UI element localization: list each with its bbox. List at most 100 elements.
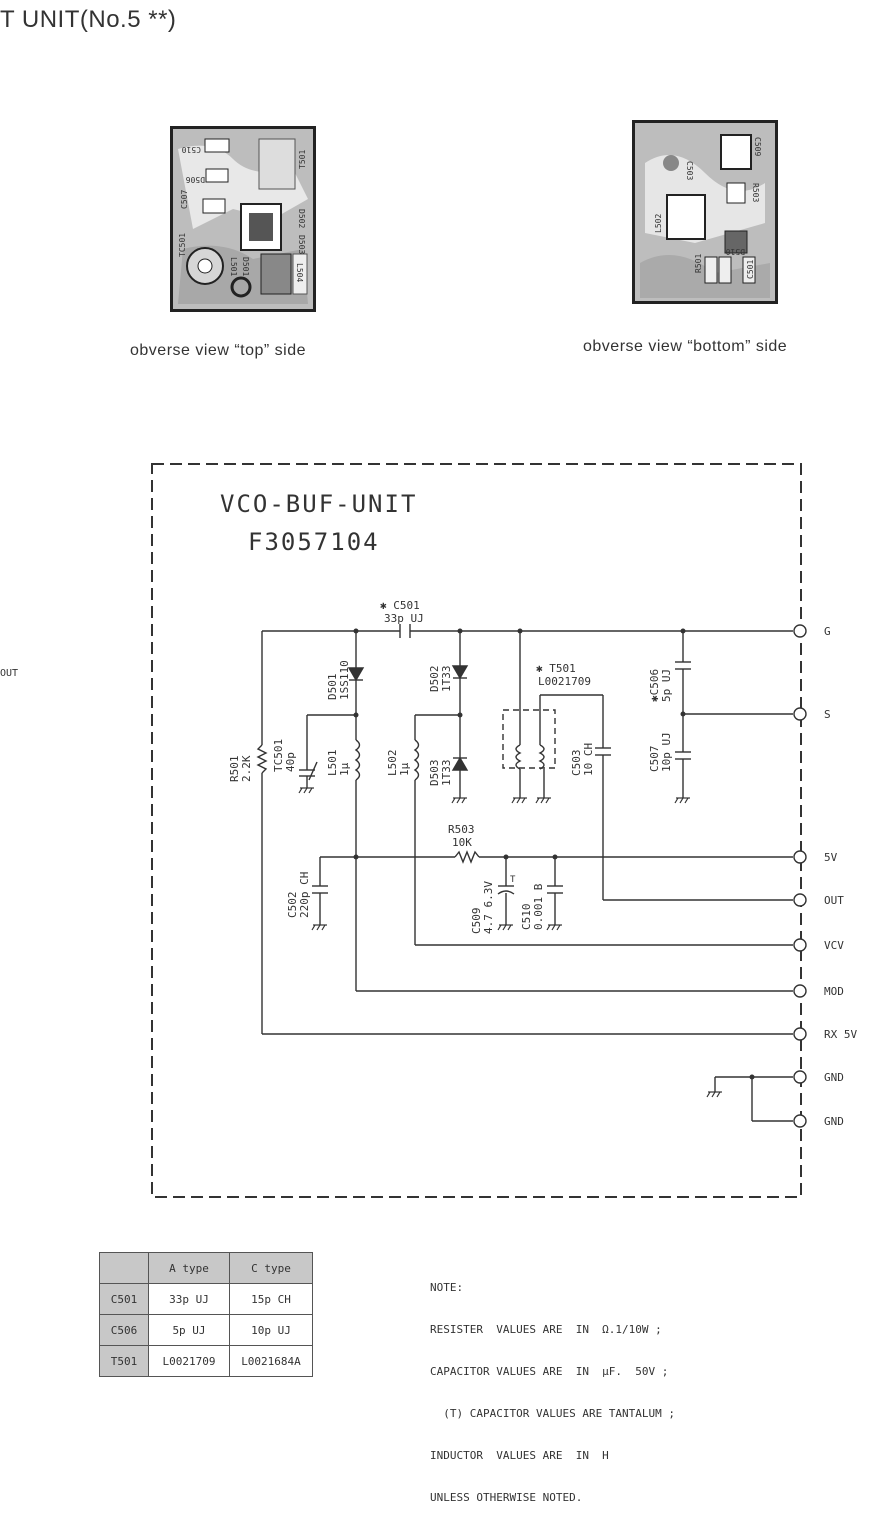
pcb-bottom-label: C509 xyxy=(753,137,762,156)
d502-value: 1T33 xyxy=(440,666,453,693)
pcb-top-label: D502 xyxy=(297,209,306,228)
r503-ref: R503 xyxy=(448,823,475,836)
d501-ref: D501 xyxy=(326,674,339,701)
pcb-bottom-label: D510 xyxy=(726,247,745,256)
l502-ref: L502 xyxy=(386,750,399,777)
c506-value: 5p UJ xyxy=(660,669,673,702)
terminal-circle xyxy=(793,893,807,907)
pcb-bottom-label: C503 xyxy=(685,161,694,180)
vco-buf-schematic: VCO-BUF-UNIT F3057104 xyxy=(151,463,857,1198)
note-title: NOTE: xyxy=(430,1281,464,1294)
c503-ref: C503 xyxy=(570,750,583,777)
c509-tantalum-mark: T xyxy=(510,875,516,885)
table-header: A type xyxy=(148,1252,230,1284)
note-line: CAPACITOR VALUES ARE IN μF. 50V ; xyxy=(430,1365,669,1378)
terminal-circle xyxy=(793,1114,807,1128)
l501-value: 1μ xyxy=(338,762,351,776)
pcb-top-label: C507 xyxy=(180,190,189,209)
table-cell: 5p UJ xyxy=(148,1314,230,1346)
c507-value: 10p UJ xyxy=(660,732,673,772)
unit-name: VCO-BUF-UNIT xyxy=(220,490,417,518)
c510-value: 0.001 B xyxy=(532,883,545,930)
r501-value: 2.2K xyxy=(240,755,253,782)
terminal-label: GND xyxy=(824,1071,844,1084)
stray-out-label: OUT xyxy=(0,668,19,679)
pcb-top-label: TC501 xyxy=(178,233,187,257)
pcb-bottom-label: L502 xyxy=(654,214,663,233)
pcb-top-view: C510 D506 C507 T501 D502 D503 TC501 L501… xyxy=(170,126,316,312)
table-cell: T501 xyxy=(99,1345,149,1377)
terminal-label: S xyxy=(824,708,831,721)
unit-boundary xyxy=(151,463,802,1198)
c506-ref: ✱C506 xyxy=(648,669,661,702)
pcb-top-label: L501 xyxy=(229,257,238,276)
ground-symbols xyxy=(298,787,722,1098)
table-cell: 33p UJ xyxy=(148,1283,230,1315)
l502-value: 1μ xyxy=(398,762,411,776)
terminal-circle xyxy=(793,850,807,864)
r503-value: 10K xyxy=(452,836,472,849)
terminal-circle xyxy=(793,984,807,998)
d501-value: 1SS110 xyxy=(338,660,351,700)
table-cell: L0021684A xyxy=(229,1345,313,1377)
terminal-label: MOD xyxy=(824,985,844,998)
c507-ref: C507 xyxy=(648,746,661,773)
d503-ref: D503 xyxy=(428,760,441,787)
terminal-label: 5V xyxy=(824,851,838,864)
c501-ref: ✱ C501 xyxy=(380,599,420,612)
table-header-row: A type C type xyxy=(99,1252,313,1284)
terminal-label: VCV xyxy=(824,939,844,952)
parts-variant-table: A type C type C501 33p UJ 15p CH C506 5p… xyxy=(99,1252,313,1377)
note-line: (T) CAPACITOR VALUES ARE TANTALUM ; xyxy=(430,1407,676,1420)
terminal-circle xyxy=(793,624,807,638)
pcb-top-label: D506 xyxy=(186,175,205,184)
c502-value: 220p CH xyxy=(298,872,311,918)
wiring xyxy=(256,624,793,1122)
schematic-notes: NOTE: RESISTER VALUES ARE IN Ω.1/10W ; C… xyxy=(430,1253,675,1519)
c501-value: 33p UJ xyxy=(384,612,424,625)
terminal-circle xyxy=(793,1027,807,1041)
r501-ref: R501 xyxy=(228,756,241,783)
tc501-ref: TC501 xyxy=(272,739,285,772)
table-header: C type xyxy=(229,1252,313,1284)
terminal-label: GND xyxy=(824,1115,844,1128)
table-cell: 15p CH xyxy=(229,1283,313,1315)
d502-ref: D502 xyxy=(428,666,441,693)
c509-value: 4.7 6.3V xyxy=(482,881,495,934)
junction-dots xyxy=(353,628,755,1080)
page-title: T UNIT(No.5 **) xyxy=(0,6,177,33)
note-line: UNLESS OTHERWISE NOTED. xyxy=(430,1491,583,1504)
table-header xyxy=(99,1252,149,1284)
pcb-bottom-label: C501 xyxy=(746,260,755,279)
table-cell: C501 xyxy=(99,1283,149,1315)
t501-value: L0021709 xyxy=(538,675,591,688)
d503-value: 1T33 xyxy=(440,760,453,787)
terminal-label: OUT xyxy=(824,894,844,907)
pcb-top-label: T501 xyxy=(298,150,307,169)
top-view-caption: obverse view “top” side xyxy=(130,342,307,359)
pcb-top-artwork: C510 D506 C507 T501 D502 D503 TC501 L501… xyxy=(173,129,313,309)
tc501-value: 40p xyxy=(284,752,297,772)
unit-part-number: F3057104 xyxy=(248,528,380,556)
c510-ref: C510 xyxy=(520,904,533,931)
c509-ref: C509 xyxy=(470,908,483,935)
table-row: C506 5p UJ 10p UJ xyxy=(99,1314,313,1346)
pcb-bottom-view: L502 C503 C509 R503 D510 R501 C501 xyxy=(632,120,778,304)
terminal-circle xyxy=(793,938,807,952)
c502-ref: C502 xyxy=(286,892,299,919)
table-cell: C506 xyxy=(99,1314,149,1346)
terminal-circle xyxy=(793,1070,807,1084)
l501-ref: L501 xyxy=(326,750,339,777)
table-row: T501 L0021709 L0021684A xyxy=(99,1345,313,1377)
pcb-top-label: D503 xyxy=(297,235,306,254)
table-row: C501 33p UJ 15p CH xyxy=(99,1283,313,1315)
pcb-top-label: L504 xyxy=(295,263,304,282)
pcb-top-label: D501 xyxy=(241,257,250,276)
note-line: RESISTER VALUES ARE IN Ω.1/10W ; xyxy=(430,1323,662,1336)
bottom-view-caption: obverse view “bottom” side xyxy=(583,338,788,355)
table-cell: L0021709 xyxy=(148,1345,230,1377)
pcb-bottom-label: R501 xyxy=(694,254,703,273)
pcb-bottom-artwork: L502 C503 C509 R503 D510 R501 C501 xyxy=(635,123,775,301)
terminal-label: G xyxy=(824,625,831,638)
terminal-circle xyxy=(793,707,807,721)
